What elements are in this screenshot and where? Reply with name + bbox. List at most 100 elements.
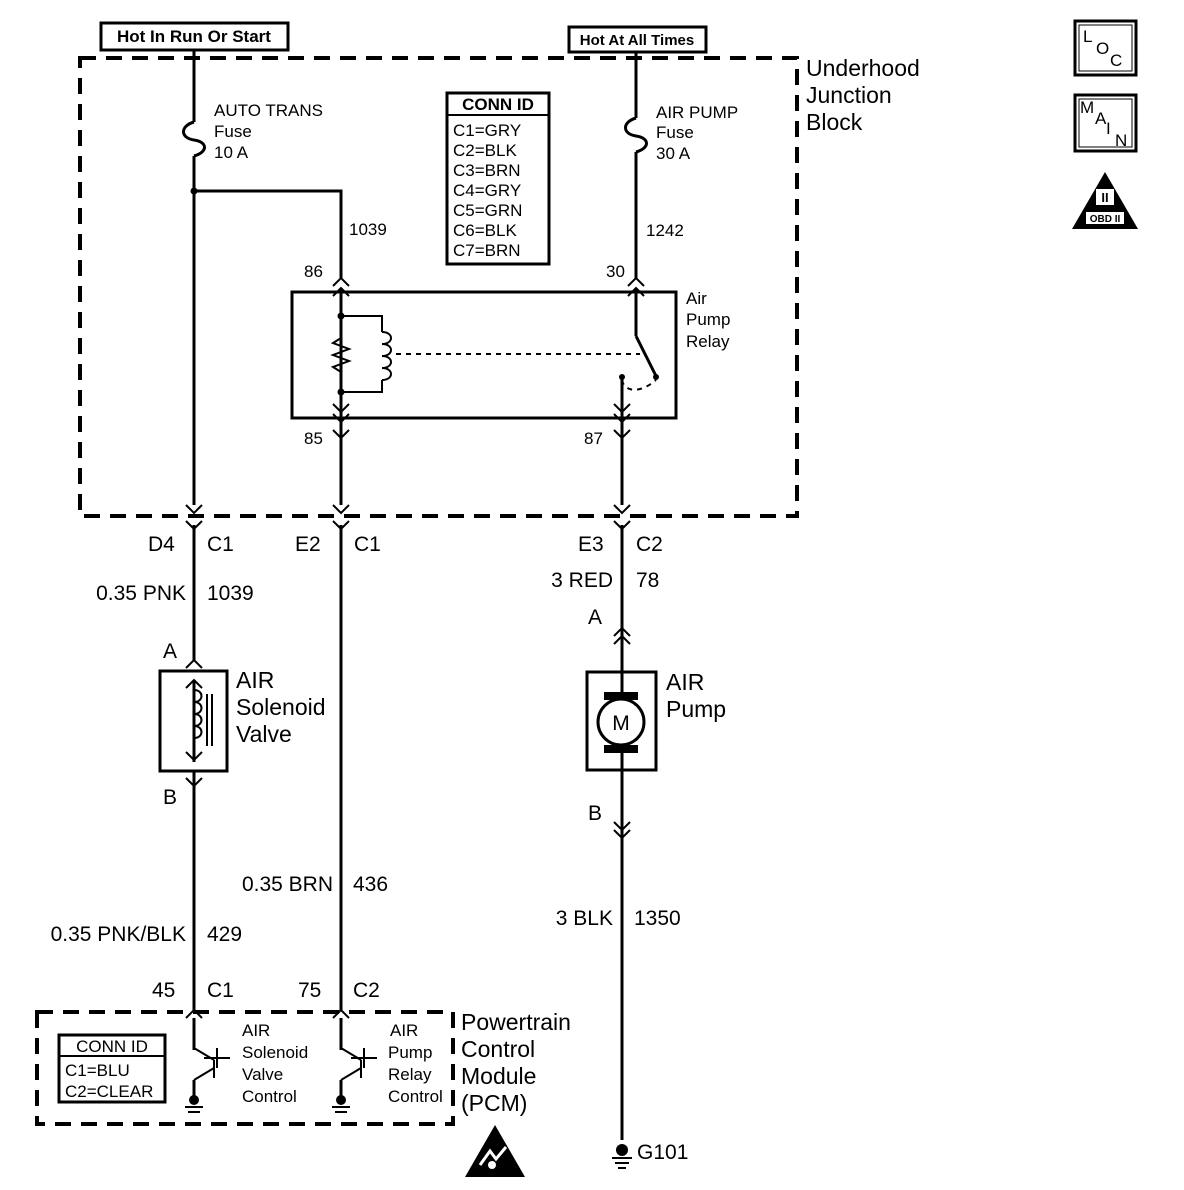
connector-d4: D4 — [148, 533, 175, 556]
auto-trans-fuse-symbol — [182, 120, 206, 158]
air-pump-fuse-kind: Fuse — [656, 123, 694, 142]
relay-output-connectors — [332, 420, 631, 505]
conn-id-ujb-row: C2=BLK — [453, 141, 517, 160]
wire-429-circuit: 429 — [207, 923, 242, 946]
relay-label-line3: Relay — [686, 332, 730, 351]
solenoid-label-line3: Valve — [236, 721, 292, 747]
auto-trans-fuse-name: AUTO TRANS — [214, 101, 323, 120]
power-source-all-times-label: Hot At All Times — [580, 32, 694, 49]
wire-1350-gauge: 3 BLK — [556, 907, 613, 930]
conn-id-pcm-row: C1=BLU — [65, 1061, 130, 1080]
conn-id-ujb-row: C3=BRN — [453, 161, 521, 180]
solenoid-label-line2: Solenoid — [236, 694, 326, 720]
wire-labels: 0.35 PNK 1039 3 RED 78 0.35 BRN 436 3 BL… — [51, 569, 681, 946]
conn-id-ujb-row: C5=GRN — [453, 201, 522, 220]
ujb-title-line2: Junction — [806, 82, 892, 108]
loc-letter-l: L — [1083, 27, 1092, 46]
pump-pin-a: A — [588, 606, 602, 629]
wire-436-circuit: 436 — [353, 873, 388, 896]
relay-switch-blade — [634, 335, 658, 377]
solenoid-pin-b: B — [163, 786, 177, 809]
loc-letter-c: C — [1110, 51, 1122, 70]
pump-label-line2: Pump — [666, 696, 726, 722]
air-pump-fuse-circuit: AIR PUMP Fuse 30 A 1242 — [624, 52, 738, 278]
solenoid-coil-symbol — [193, 689, 203, 739]
connector-e2-c1: C1 — [354, 533, 381, 556]
ground-g101: G101 — [612, 1141, 688, 1169]
conn-id-ujb-row: C7=BRN — [453, 241, 521, 260]
conn-id-table-ujb: CONN ID C1=GRY C2=BLK C3=BRN C4=GRY C5=G… — [445, 91, 551, 266]
connector-e3-c2: C2 — [636, 533, 663, 556]
wire-1039-circuit: 1039 — [207, 582, 254, 605]
pcm-sol-ctrl-line: Valve — [242, 1065, 283, 1084]
main-letter-i: I — [1106, 119, 1111, 138]
wire-436-gauge: 0.35 BRN — [242, 873, 333, 896]
conn-id-pcm-row: C2=CLEAR — [65, 1082, 153, 1101]
pump-pin-b: B — [588, 802, 602, 825]
relay-pin-86-terminal — [332, 276, 350, 287]
relay-pin-87: 87 — [584, 429, 603, 448]
pcm-solenoid-driver: AIR Solenoid Valve Control — [185, 1018, 308, 1113]
relay-pin-30: 30 — [606, 262, 625, 281]
auto-trans-fuse-kind: Fuse — [214, 122, 252, 141]
pump-label-line1: AIR — [666, 669, 704, 695]
pcm-sol-ctrl-line: Solenoid — [242, 1043, 308, 1062]
pcm-title-line2: Control — [461, 1036, 535, 1062]
relay-pin-30-terminal — [627, 276, 645, 287]
loc-icon[interactable]: L O C — [1073, 19, 1138, 77]
connector-e2: E2 — [295, 533, 321, 556]
pcm-relay-ctrl-line: Control — [388, 1087, 443, 1106]
pcm-sol-ctrl-line: AIR — [242, 1021, 270, 1040]
air-pump-fuse-symbol — [624, 116, 648, 154]
pcm-pin-45-c1: C1 — [207, 979, 234, 1002]
connector-e3: E3 — [578, 533, 604, 556]
motor-symbol — [596, 697, 646, 747]
ujb-title-line3: Block — [806, 109, 863, 135]
connector-d4-c1: C1 — [207, 533, 234, 556]
auto-trans-fuse-rating: 10 A — [214, 143, 249, 162]
pcm-title-line3: Module — [461, 1063, 536, 1089]
pcm-connectors: 45 C1 75 C2 — [152, 979, 380, 1019]
main-letter-n: N — [1115, 131, 1127, 150]
obd-numeral: II — [1101, 190, 1108, 205]
main-letter-a: A — [1095, 109, 1107, 128]
underhood-junction-block-outline — [78, 56, 799, 518]
auto-trans-fuse-circuit: AUTO TRANS Fuse 10 A 1039 — [182, 50, 387, 505]
pcm-pin-45: 45 — [152, 979, 175, 1002]
wire-1350-circuit: 1350 — [634, 907, 681, 930]
power-source-all-times: Hot At All Times — [567, 25, 708, 54]
wire-429-gauge: 0.35 PNK/BLK — [51, 923, 186, 946]
air-solenoid-valve: A AIR Solenoid Valve B — [158, 640, 326, 1010]
wire-1039-gauge: 0.35 PNK — [96, 582, 186, 605]
underhood-junction-block-title: Underhood Junction Block — [806, 55, 920, 135]
relay-pin-85: 85 — [304, 429, 323, 448]
air-pump-fuse-name: AIR PUMP — [656, 103, 738, 122]
conn-id-ujb-title: CONN ID — [462, 95, 534, 114]
pcm-title-line4: (PCM) — [461, 1090, 527, 1116]
esd-warning-icon — [465, 1125, 525, 1177]
pcm-pin-75: 75 — [298, 979, 321, 1002]
obd-ii-icon[interactable]: II OBD II — [1072, 172, 1138, 229]
air-pump-fuse-rating: 30 A — [656, 144, 691, 163]
loc-letter-o: O — [1096, 39, 1109, 58]
ground-label: G101 — [637, 1141, 688, 1164]
pcm-relay-driver: AIR Pump Relay Control — [332, 1018, 443, 1113]
air-pump-relay: Air Pump Relay 86 85 30 87 — [290, 262, 730, 448]
air-pump-motor: A M AIR Pump B — [585, 606, 726, 1140]
pcm-outline — [35, 1010, 455, 1126]
main-icon[interactable]: M A I N — [1073, 93, 1138, 153]
wire-78-circuit: 78 — [636, 569, 659, 592]
circuit-1242-label: 1242 — [646, 221, 684, 240]
power-source-run-or-start: Hot In Run Or Start — [99, 21, 290, 52]
main-letter-m: M — [1080, 98, 1094, 117]
circuit-1039-label: 1039 — [349, 220, 387, 239]
conn-id-ujb-row: C6=BLK — [453, 221, 517, 240]
conn-id-table-pcm: CONN ID C1=BLU C2=CLEAR — [57, 1033, 167, 1104]
pcm-pin-75-c2: C2 — [353, 979, 380, 1002]
pcm-title-line1: Powertrain — [461, 1009, 571, 1035]
wire-78-gauge: 3 RED — [551, 569, 613, 592]
pcm-relay-ctrl-line: Pump — [388, 1043, 432, 1062]
pcm-relay-ctrl-line: Relay — [388, 1065, 432, 1084]
wire-runs — [192, 525, 624, 1010]
